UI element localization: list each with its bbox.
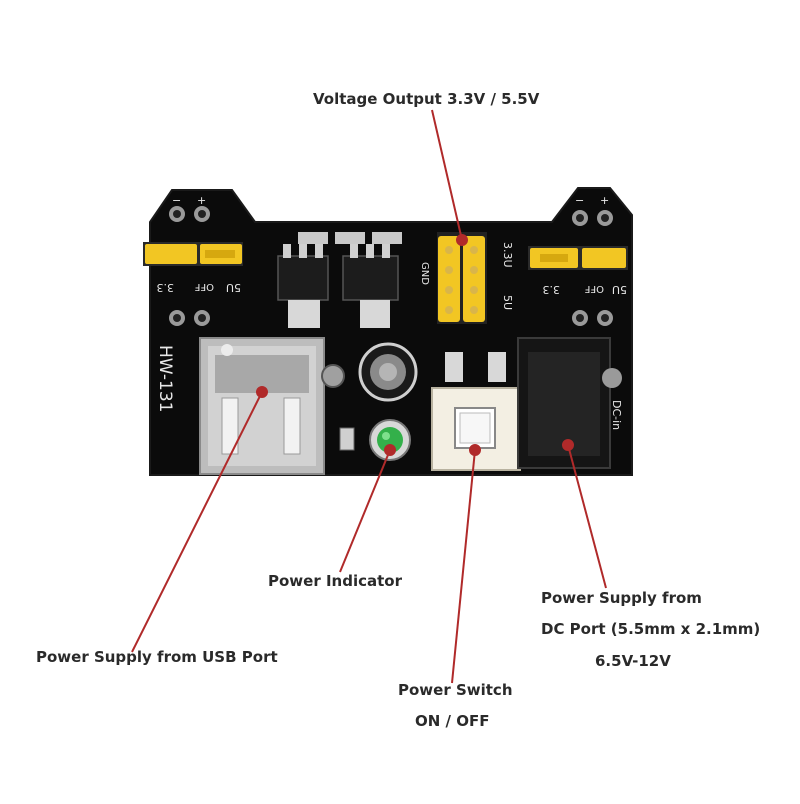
dc-supply-label-2: DC Port (5.5mm x 2.1mm): [541, 620, 761, 638]
dc-callout-line: [567, 444, 607, 589]
left-opt-off: OFF: [194, 281, 214, 292]
voltage-callout-dot: [456, 234, 468, 246]
right-jumper-block: [528, 246, 628, 270]
left-rail-labels: 3.3: [157, 281, 175, 294]
indicator-callout-line: [339, 449, 391, 573]
left-jumper-block: [143, 242, 243, 266]
right-opt-off: OFF: [584, 283, 604, 294]
dc-supply-label-1: Power Supply from: [541, 589, 702, 607]
regulator-icon: [277, 232, 402, 328]
switch-callout-dot: [469, 444, 481, 456]
callout-lines: [131, 109, 607, 684]
left-rail-plus: +: [197, 194, 206, 207]
right-opt-5v: 5U: [612, 283, 627, 296]
indicator-callout-dot: [384, 444, 396, 456]
header-33-label: 3.3U: [501, 242, 514, 268]
voltage-output-label: Voltage Output 3.3V / 5.5V: [313, 90, 540, 108]
dc-callout-dot: [562, 439, 574, 451]
smd-resistor: [339, 427, 355, 451]
usb-callout-dot: [256, 386, 268, 398]
left-opt-33: 3.3: [157, 281, 175, 294]
header-gnd-label: GND: [419, 262, 430, 285]
usb-supply-label: Power Supply from USB Port: [36, 648, 278, 666]
switch-callout-line: [451, 449, 476, 684]
left-rail-minus: −: [172, 194, 181, 207]
usb-port-icon: [199, 337, 325, 475]
power-switch-label-1: Power Switch: [398, 681, 513, 699]
power-indicator-label: Power Indicator: [268, 572, 402, 590]
right-opt-33: 3.3: [543, 283, 561, 296]
usb-callout-line: [131, 391, 263, 653]
led-icon: [369, 419, 411, 461]
right-rail-header: [572, 210, 613, 326]
dc-in-label: DC-in: [610, 400, 623, 430]
left-rail-header: [169, 206, 210, 326]
right-rail-plus: +: [600, 194, 609, 207]
right-rail-minus: −: [575, 194, 584, 207]
power-switch-label-2: ON / OFF: [415, 712, 490, 730]
header-5v-label: 5U: [501, 295, 514, 310]
voltage-output-header: [437, 232, 487, 324]
board-model-label: HW-131: [155, 345, 175, 413]
dc-supply-label-3: 6.5V-12V: [595, 652, 671, 670]
voltage-callout-line: [431, 109, 463, 241]
push-switch-icon: [431, 352, 521, 471]
left-opt-5v: 5U: [226, 281, 241, 294]
capacitor-icon: [358, 342, 418, 402]
small-capacitor: [321, 364, 345, 388]
